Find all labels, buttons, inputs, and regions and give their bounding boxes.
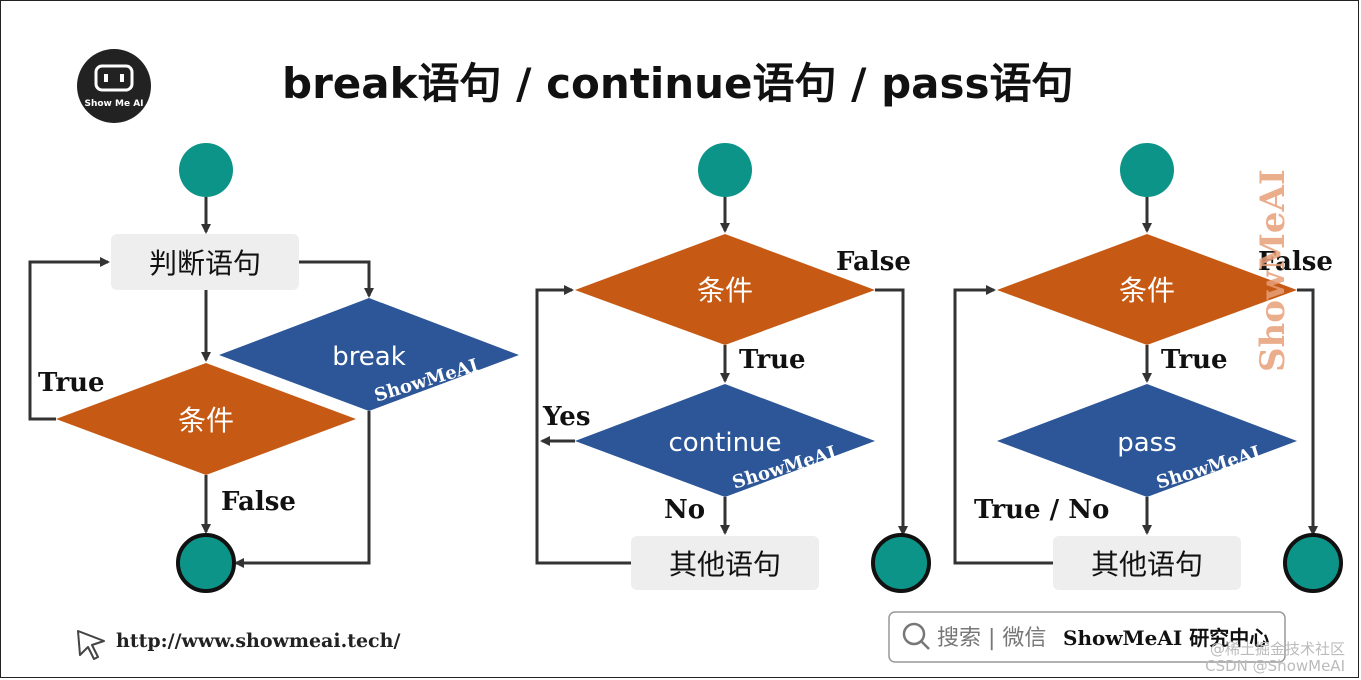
break-diamond	[219, 298, 519, 411]
page-title: break语句 / continue语句 / pass语句	[282, 59, 1074, 108]
no-label: No	[664, 495, 705, 525]
side-watermark: ShowMeAI	[1253, 169, 1293, 372]
condition-diamond	[575, 234, 875, 345]
wechat-search-badge: 搜索 | 微信 ShowMeAI 研究中心	[888, 611, 1286, 663]
condition-label: 条件	[178, 404, 234, 437]
yes-label: Yes	[542, 402, 590, 432]
continue-flowchart: 条件 False True continue ShowMeAI Yes No 其…	[535, 143, 931, 593]
platform-watermark-2: CSDN @ShowMeAI	[1205, 657, 1345, 675]
break-label: break	[332, 342, 406, 372]
footer-url-group: http://www.showmeai.tech/	[77, 630, 400, 660]
platform-watermark-1: @稀土掘金技术社区	[1210, 640, 1345, 658]
other-statement-label: 其他语句	[1091, 548, 1203, 581]
true-no-label: True / No	[974, 495, 1109, 525]
other-statement-label: 其他语句	[669, 548, 781, 581]
end-node	[176, 533, 236, 593]
other-statement-box	[631, 536, 819, 590]
showmeai-logo: Show Me AI	[77, 49, 151, 123]
end-node	[871, 533, 931, 593]
false-label: False	[836, 247, 911, 277]
continue-diamond	[575, 384, 875, 497]
true-label: True	[38, 368, 105, 398]
start-node	[179, 143, 233, 197]
condition-label: 条件	[697, 274, 753, 307]
robot-face-icon	[94, 64, 134, 92]
condition-diamond	[56, 363, 356, 475]
end-node	[1283, 533, 1343, 593]
search-label: 搜索 | 微信	[937, 626, 1046, 651]
footer-url[interactable]: http://www.showmeai.tech/	[116, 630, 400, 652]
brand-label: ShowMeAI 研究中心	[1063, 626, 1269, 650]
condition-label: 条件	[1119, 274, 1175, 307]
logo-text: Show Me AI	[84, 99, 143, 109]
false-label: False	[221, 487, 296, 517]
continue-label: continue	[668, 428, 781, 458]
statement-label: 判断语句	[149, 247, 261, 280]
statement-box	[111, 234, 299, 290]
pass-diamond	[997, 384, 1297, 497]
start-node	[698, 143, 752, 197]
true-label: True	[739, 345, 806, 375]
search-icon	[902, 622, 930, 650]
start-node	[1120, 143, 1174, 197]
true-label: True	[1161, 345, 1228, 375]
cursor-icon	[77, 630, 105, 660]
pass-label: pass	[1117, 428, 1177, 458]
break-flowchart: 判断语句 条件 True break ShowMeAI False	[28, 143, 519, 593]
condition-diamond	[997, 234, 1297, 345]
other-statement-box	[1053, 536, 1241, 590]
false-label: False	[1258, 247, 1333, 277]
